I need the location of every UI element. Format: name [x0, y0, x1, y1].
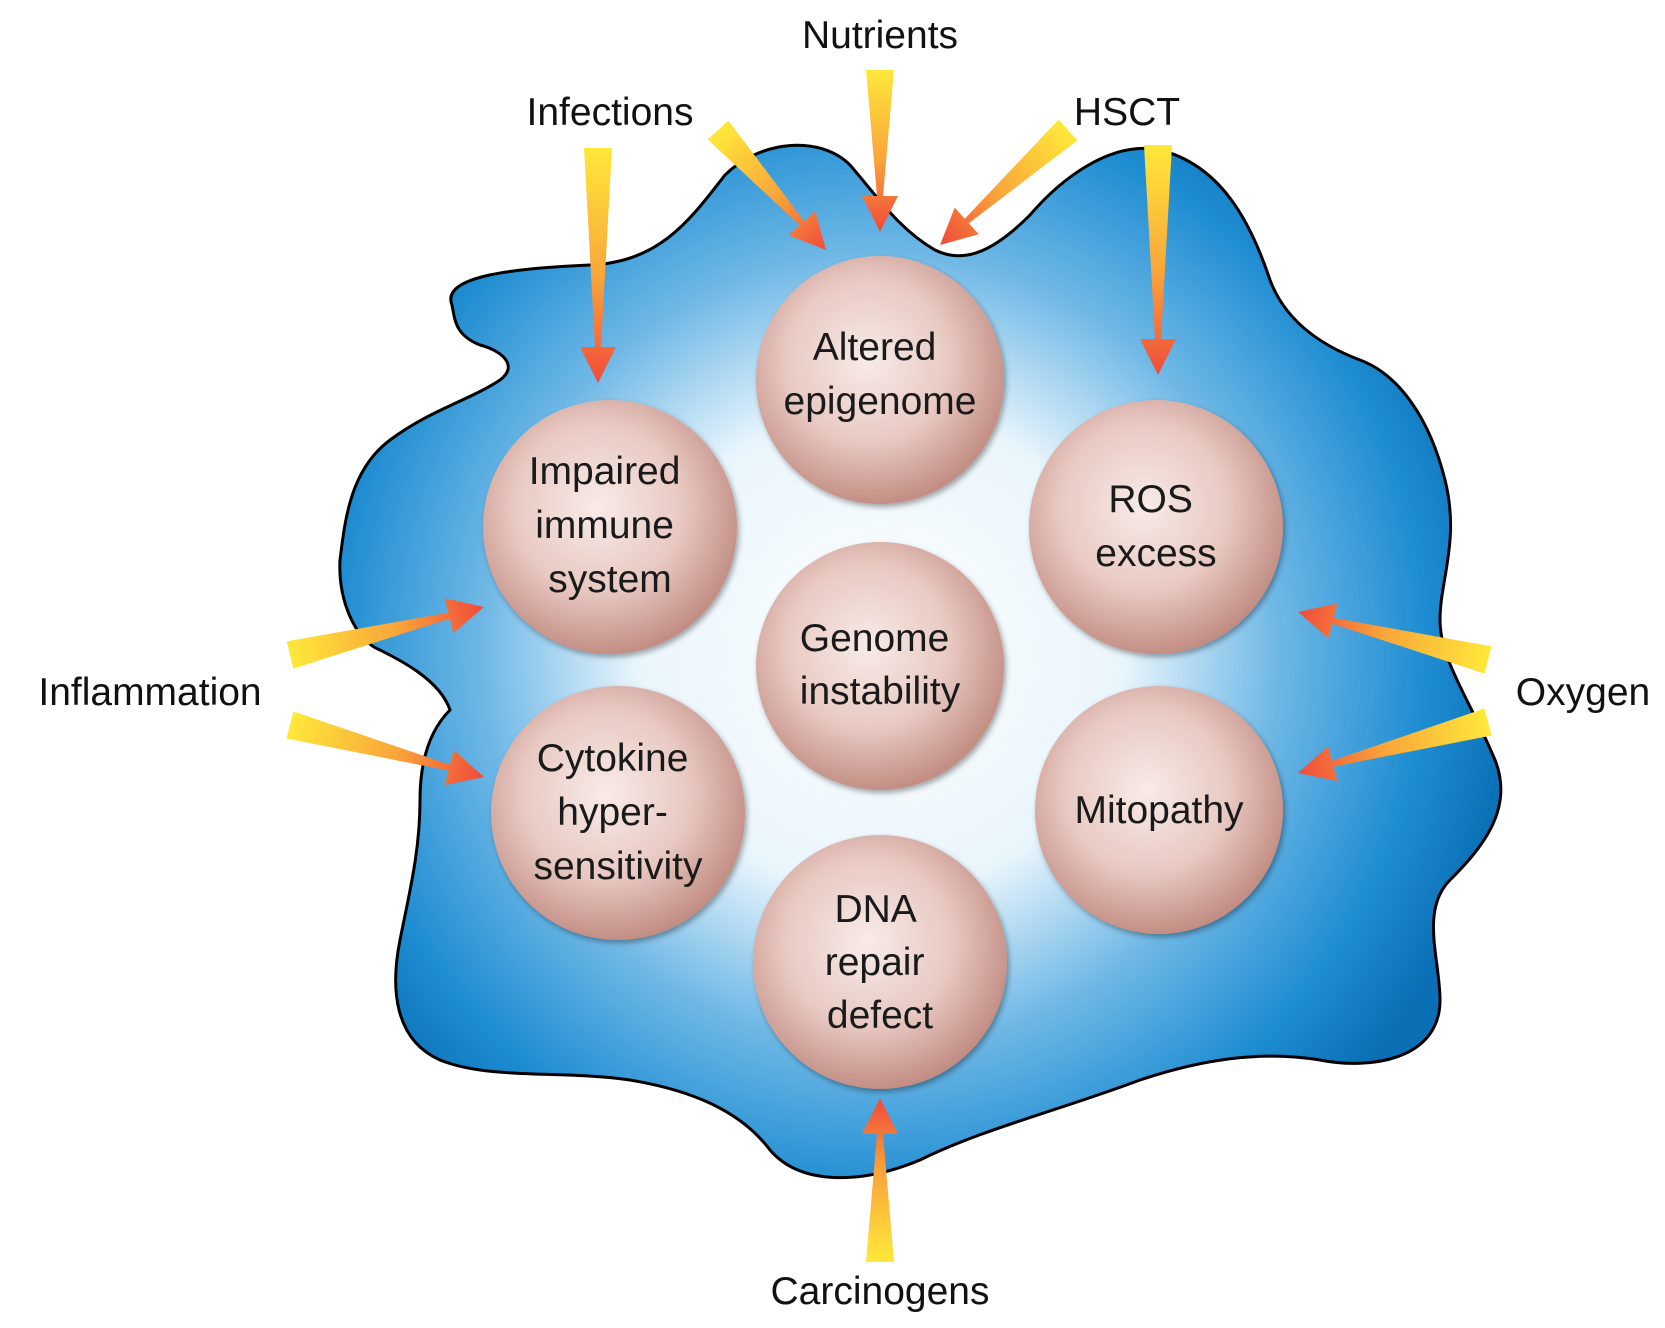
- hsct-arrow-2: [1140, 145, 1176, 375]
- node-label-line: hyper-: [557, 791, 668, 834]
- node-mitopathy: Mitopathy: [1035, 686, 1283, 934]
- node-label-line: Genome: [800, 617, 950, 660]
- svg-text:DNA repair defect: DNA repair defect: [825, 888, 936, 1037]
- label-oxygen: Oxygen: [1516, 671, 1650, 714]
- node-label-line: sensitivity: [533, 845, 703, 888]
- svg-text:Altered epigenome: Altered epigenome: [784, 326, 977, 423]
- node-label-line: defect: [827, 994, 933, 1037]
- node-label-line: excess: [1095, 532, 1216, 575]
- node-label-line: immune: [535, 504, 674, 547]
- oxygen-arrow-1: [1298, 603, 1492, 674]
- node-cytokine-hypersensitivity: Cytokine hyper- sensitivity: [491, 686, 745, 940]
- node-label-line: instability: [800, 670, 961, 713]
- node-genome-instability: Genome instability: [756, 542, 1004, 790]
- nutrients-arrow: [862, 70, 898, 232]
- label-hsct: HSCT: [1074, 91, 1180, 134]
- inflammation-arrow-1: [286, 598, 484, 669]
- svg-text:Impaired immune sy: Impaired immune system: [529, 450, 692, 601]
- node-label-line: Altered: [813, 326, 937, 369]
- infections-arrow-2: [580, 148, 616, 383]
- node-label-line: ROS: [1108, 478, 1193, 521]
- node-label-line: DNA: [834, 888, 916, 931]
- node-dna-repair-defect: DNA repair defect: [753, 835, 1007, 1089]
- node-label-line: Impaired: [529, 450, 681, 493]
- node-label-line: epigenome: [784, 380, 977, 423]
- carcinogens-arrow: [862, 1098, 898, 1262]
- node-label-line: Mitopathy: [1074, 789, 1244, 832]
- svg-text:Mitopathy: Mitopathy: [1074, 789, 1244, 832]
- node-label-line: Cytokine: [537, 737, 689, 780]
- hsct-arrow-1: [940, 119, 1078, 245]
- oxygen-arrow-2: [1298, 708, 1492, 782]
- inflammation-arrow-2: [286, 711, 484, 786]
- svg-text:Cytokine hyper- se: Cytokine hyper- sensitivity: [533, 737, 703, 888]
- infections-arrow: [707, 120, 826, 250]
- svg-text:ROS excess: ROS excess: [1095, 478, 1216, 575]
- label-infections: Infections: [527, 91, 694, 134]
- label-inflammation: Inflammation: [38, 671, 261, 714]
- arrow-group: [286, 70, 1492, 1262]
- label-carcinogens: Carcinogens: [771, 1270, 990, 1313]
- node-label-line: system: [548, 558, 672, 601]
- node-altered-epigenome: Altered epigenome: [756, 256, 1004, 504]
- node-label-line: repair: [825, 941, 925, 984]
- node-ros-excess: ROS excess: [1029, 400, 1283, 654]
- node-impaired-immune-system: Impaired immune system: [483, 400, 737, 654]
- svg-text:Genome instability: Genome instability: [800, 617, 961, 713]
- label-nutrients: Nutrients: [802, 14, 958, 57]
